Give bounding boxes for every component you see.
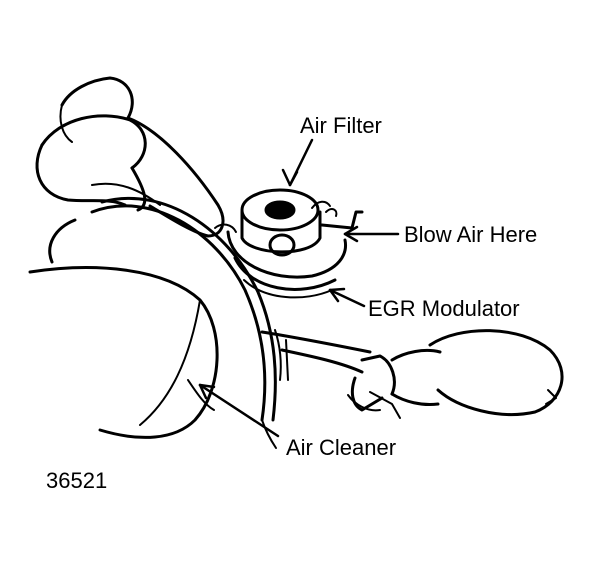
egr-modulator-assembly [214,188,364,299]
leader-arrows [198,138,400,438]
blow-air-arrowhead [343,225,359,243]
egr-modulator-leader [328,288,366,308]
air-cleaner-housing [28,196,289,449]
label-egr-modulator: EGR Modulator [368,296,520,321]
label-blow-air-here: Blow Air Here [404,222,538,247]
round-component [390,329,564,416]
label-air-cleaner: Air Cleaner [286,435,397,460]
hand-illustration [35,76,225,238]
vacuum-hose [260,330,401,419]
air-filter-arrowhead [281,168,299,187]
figure-number: 36521 [46,468,108,493]
egr-modulator-arrowhead [328,287,346,303]
air-cleaner-arrowhead [198,383,216,400]
label-air-filter: Air Filter [300,113,382,138]
air-cleaner-leader [198,383,280,438]
